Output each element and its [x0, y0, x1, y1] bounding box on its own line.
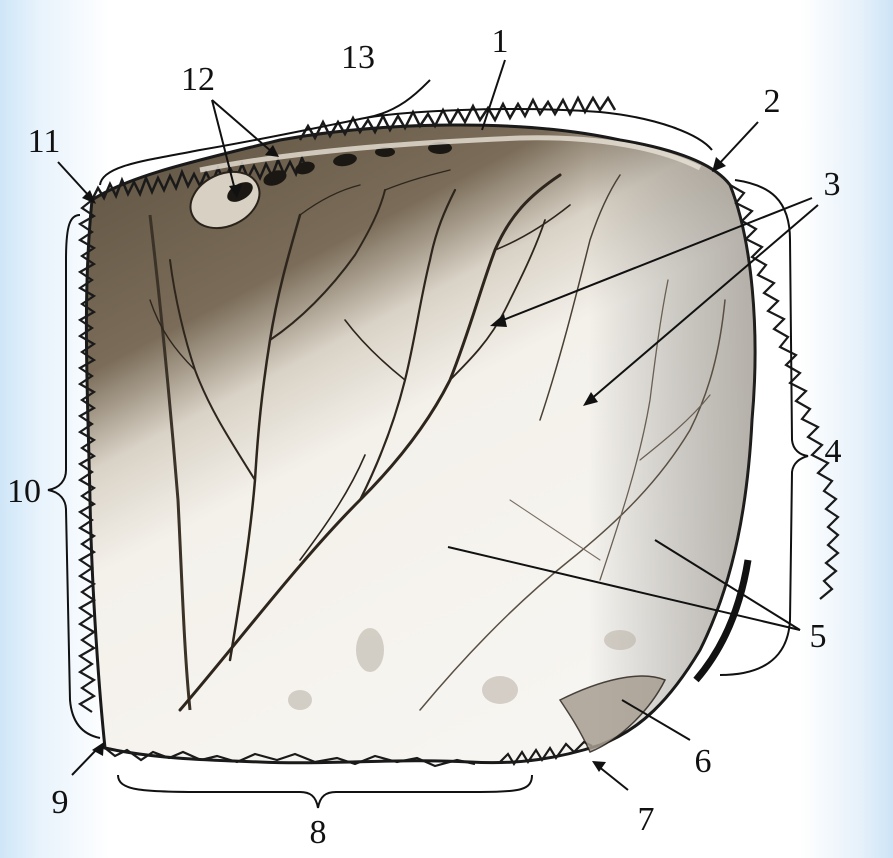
label-13: 13: [341, 39, 375, 76]
bracket-8: [118, 775, 532, 808]
leader-11: [58, 162, 90, 197]
leader-12b: [212, 100, 272, 152]
label-4: 4: [825, 433, 842, 470]
label-3: 3: [824, 166, 841, 203]
leader-9: [72, 748, 98, 775]
label-1: 1: [492, 23, 509, 60]
label-9: 9: [52, 784, 69, 821]
leader-7: [598, 766, 628, 790]
leader-2: [718, 122, 758, 165]
label-2: 2: [764, 83, 781, 120]
label-11: 11: [28, 123, 61, 160]
label-8: 8: [310, 814, 327, 851]
label-6: 6: [695, 743, 712, 780]
label-12: 12: [181, 61, 215, 98]
arrowhead-9: [92, 742, 104, 756]
label-10: 10: [7, 473, 41, 510]
label-7: 7: [638, 801, 655, 838]
label-5: 5: [810, 618, 827, 655]
